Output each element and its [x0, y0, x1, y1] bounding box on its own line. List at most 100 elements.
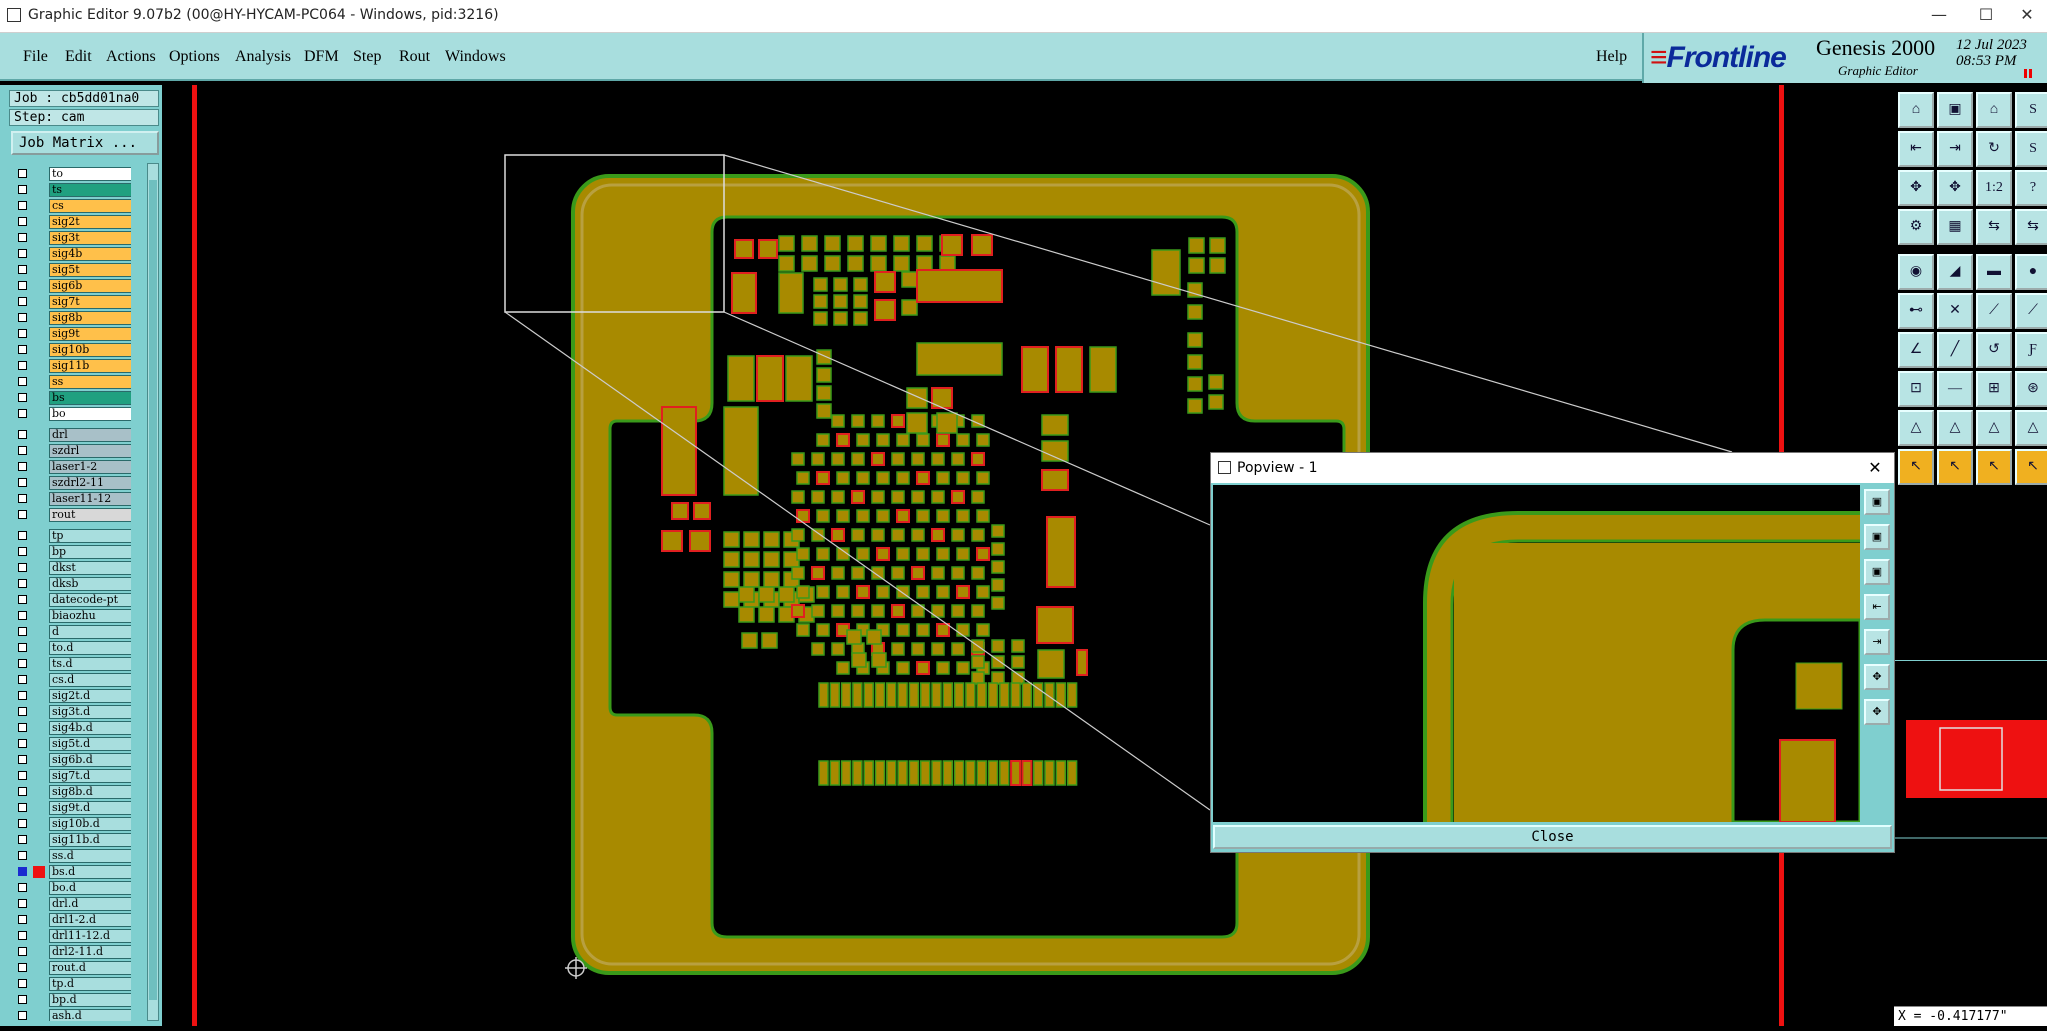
- layer-checkbox[interactable]: [18, 531, 27, 540]
- layer-checkbox[interactable]: [18, 723, 27, 732]
- layer-name[interactable]: sig3t: [49, 231, 131, 245]
- layer-row[interactable]: sig8b.d: [11, 785, 131, 799]
- poly-fill-icon[interactable]: △: [1937, 410, 1973, 446]
- menu-step[interactable]: Step: [353, 48, 382, 65]
- feature-icon[interactable]: ⊡: [1898, 371, 1934, 407]
- layer-row[interactable]: biaozhu: [11, 609, 131, 623]
- menu-file[interactable]: File: [23, 48, 48, 65]
- measure-icon[interactable]: ⇆: [1976, 209, 2012, 245]
- layer-checkbox[interactable]: [18, 233, 27, 242]
- layer-checkbox[interactable]: [18, 947, 27, 956]
- layer-name[interactable]: bs: [49, 391, 131, 405]
- zoom-home-icon[interactable]: ⌂: [1898, 92, 1934, 128]
- pv-zoom-in-icon[interactable]: ▣: [1864, 524, 1890, 550]
- snap-icon[interactable]: ⚙: [1898, 209, 1934, 245]
- layer-checkbox[interactable]: [18, 249, 27, 258]
- layer-name[interactable]: sig4b: [49, 247, 131, 261]
- layer-name[interactable]: bo: [49, 407, 131, 421]
- pv-zoom-home-icon[interactable]: ▣: [1864, 489, 1890, 515]
- layer-name[interactable]: to: [49, 167, 131, 181]
- layer-name[interactable]: sig2t: [49, 215, 131, 229]
- layer-checkbox[interactable]: [18, 446, 27, 455]
- center-icon[interactable]: ✥: [1937, 170, 1973, 206]
- layer-name[interactable]: sig10b: [49, 343, 131, 357]
- copy-icon[interactable]: ⊞: [1976, 371, 2012, 407]
- menu-rout[interactable]: Rout: [399, 48, 431, 65]
- layer-row[interactable]: bp: [11, 545, 131, 559]
- layer-row[interactable]: sig3t.d: [11, 705, 131, 719]
- layer-checkbox[interactable]: [18, 931, 27, 940]
- layer-name[interactable]: drl: [49, 428, 131, 442]
- layer-name[interactable]: tp: [49, 529, 131, 543]
- layer-row[interactable]: sig2t.d: [11, 689, 131, 703]
- layer-name[interactable]: biaozhu: [49, 609, 131, 623]
- layer-checkbox[interactable]: [18, 883, 27, 892]
- layer-checkbox[interactable]: [18, 675, 27, 684]
- menu-analysis[interactable]: Analysis: [235, 48, 291, 65]
- layer-name[interactable]: to.d: [49, 641, 131, 655]
- delete-icon[interactable]: ✕: [1937, 293, 1973, 329]
- node-icon[interactable]: ⊷: [1898, 293, 1934, 329]
- pad-icon[interactable]: ●: [2015, 254, 2047, 290]
- layer-checkbox[interactable]: [18, 185, 27, 194]
- pointer-alt-icon[interactable]: ↖: [1937, 449, 1973, 485]
- layer-row[interactable]: sig7t.d: [11, 769, 131, 783]
- layer-row[interactable]: to: [11, 167, 131, 181]
- layer-row[interactable]: drl1-2.d: [11, 913, 131, 927]
- layer-checkbox[interactable]: [18, 867, 27, 876]
- layer-row[interactable]: bo.d: [11, 881, 131, 895]
- pointer-red-icon[interactable]: ↖: [1976, 449, 2012, 485]
- layer-row[interactable]: bp.d: [11, 993, 131, 1007]
- menu-options[interactable]: Options: [169, 48, 220, 65]
- layer-name[interactable]: sig11b.d: [49, 833, 131, 847]
- home-icon[interactable]: ⌂: [1976, 92, 2012, 128]
- layer-row[interactable]: bo: [11, 407, 131, 421]
- layer-name[interactable]: szdrl2-11: [49, 476, 131, 490]
- layer-checkbox[interactable]: [18, 547, 27, 556]
- layer-name[interactable]: laser1-2: [49, 460, 131, 474]
- layer-name[interactable]: laser11-12: [49, 492, 131, 506]
- layer-name[interactable]: bs.d: [49, 865, 131, 879]
- menu-help[interactable]: Help: [1596, 48, 1628, 65]
- layer-checkbox[interactable]: [18, 963, 27, 972]
- layer-name[interactable]: tp.d: [49, 977, 131, 991]
- layer-checkbox[interactable]: [18, 579, 27, 588]
- popview-close-x-button[interactable]: ✕: [1868, 458, 1882, 477]
- layer-checkbox[interactable]: [18, 510, 27, 519]
- layer-name[interactable]: sig8b: [49, 311, 131, 325]
- draw-icon[interactable]: ◢: [1937, 254, 1973, 290]
- minimize-button[interactable]: —: [1931, 5, 1947, 24]
- layer-checkbox[interactable]: [18, 787, 27, 796]
- layer-name[interactable]: sig8b.d: [49, 785, 131, 799]
- pv-pan-left-icon[interactable]: ⇤: [1864, 594, 1890, 620]
- layer-checkbox[interactable]: [18, 313, 27, 322]
- pv-center-icon[interactable]: ✥: [1864, 699, 1890, 725]
- layer-name[interactable]: sig7t.d: [49, 769, 131, 783]
- layer-checkbox[interactable]: [18, 377, 27, 386]
- layer-name[interactable]: sig7t: [49, 295, 131, 309]
- step-icon[interactable]: S: [2015, 92, 2047, 128]
- layer-checkbox[interactable]: [18, 201, 27, 210]
- poly-edit-icon[interactable]: △: [1976, 410, 2012, 446]
- layer-checkbox[interactable]: [18, 643, 27, 652]
- layer-row[interactable]: drl2-11.d: [11, 945, 131, 959]
- layer-row[interactable]: sig5t.d: [11, 737, 131, 751]
- layer-checkbox[interactable]: [18, 899, 27, 908]
- layer-row[interactable]: ss.d: [11, 849, 131, 863]
- layer-row[interactable]: sig2t: [11, 215, 131, 229]
- slash-icon[interactable]: ╱: [1937, 332, 1973, 368]
- layer-checkbox[interactable]: [18, 393, 27, 402]
- pv-pan-right-icon[interactable]: ⇥: [1864, 629, 1890, 655]
- layer-name[interactable]: d: [49, 625, 131, 639]
- angle-icon[interactable]: ∠: [1898, 332, 1934, 368]
- layer-checkbox[interactable]: [18, 361, 27, 370]
- layer-name[interactable]: sig9t: [49, 327, 131, 341]
- layer-name[interactable]: bp: [49, 545, 131, 559]
- layer-name[interactable]: sig5t.d: [49, 737, 131, 751]
- layer-list-scrollbar[interactable]: [147, 163, 159, 1021]
- pointer-multi-icon[interactable]: ↖: [2015, 449, 2047, 485]
- menu-windows[interactable]: Windows: [445, 48, 506, 65]
- layer-row[interactable]: dksb: [11, 577, 131, 591]
- layer-name[interactable]: sig3t.d: [49, 705, 131, 719]
- layer-name[interactable]: sig5t: [49, 263, 131, 277]
